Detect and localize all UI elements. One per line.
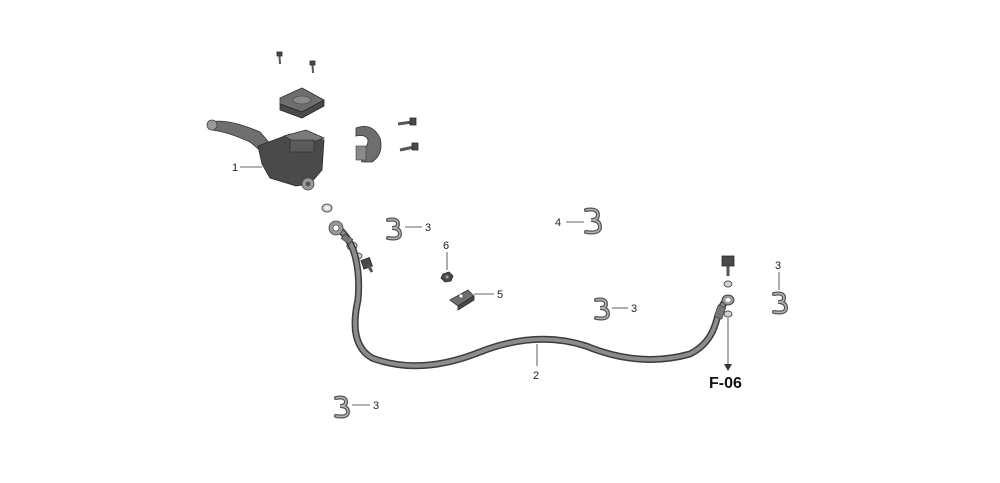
cap-screw-left — [276, 51, 283, 65]
hose-clip-b — [594, 297, 611, 321]
leader-lines — [240, 166, 780, 406]
brake-hose — [328, 220, 730, 370]
callout-2: 2 — [533, 370, 539, 382]
callout-3-lower: 3 — [373, 400, 379, 412]
reference-label: F-06 — [709, 375, 742, 392]
hose-guide-large — [584, 207, 603, 235]
callout-4: 4 — [555, 217, 561, 229]
hex-nut — [440, 271, 454, 283]
master-cylinder-body — [257, 129, 326, 191]
master-cylinder-assembly — [206, 51, 419, 191]
hose-bracket — [449, 289, 475, 311]
callout-5: 5 — [497, 289, 503, 301]
banjo-washer-upper — [321, 203, 333, 213]
callout-3-upper: 3 — [425, 222, 431, 234]
hose-clip-a — [386, 217, 403, 241]
reservoir-cap — [279, 87, 325, 119]
clamp-bolt-upper — [397, 117, 417, 126]
hose-clip-c — [772, 291, 789, 315]
callout-6: 6 — [443, 240, 449, 252]
callout-3-middle: 3 — [631, 303, 637, 315]
callout-1: 1 — [232, 162, 238, 174]
cap-screw-right — [309, 60, 316, 74]
callout-3-right: 3 — [775, 260, 781, 272]
clamp-bolt-lower — [399, 142, 419, 152]
reference-arrow — [724, 318, 732, 371]
handlebar-clamp — [355, 125, 382, 163]
banjo-bolt-lower — [721, 255, 735, 318]
hose-clip-d — [334, 395, 351, 419]
